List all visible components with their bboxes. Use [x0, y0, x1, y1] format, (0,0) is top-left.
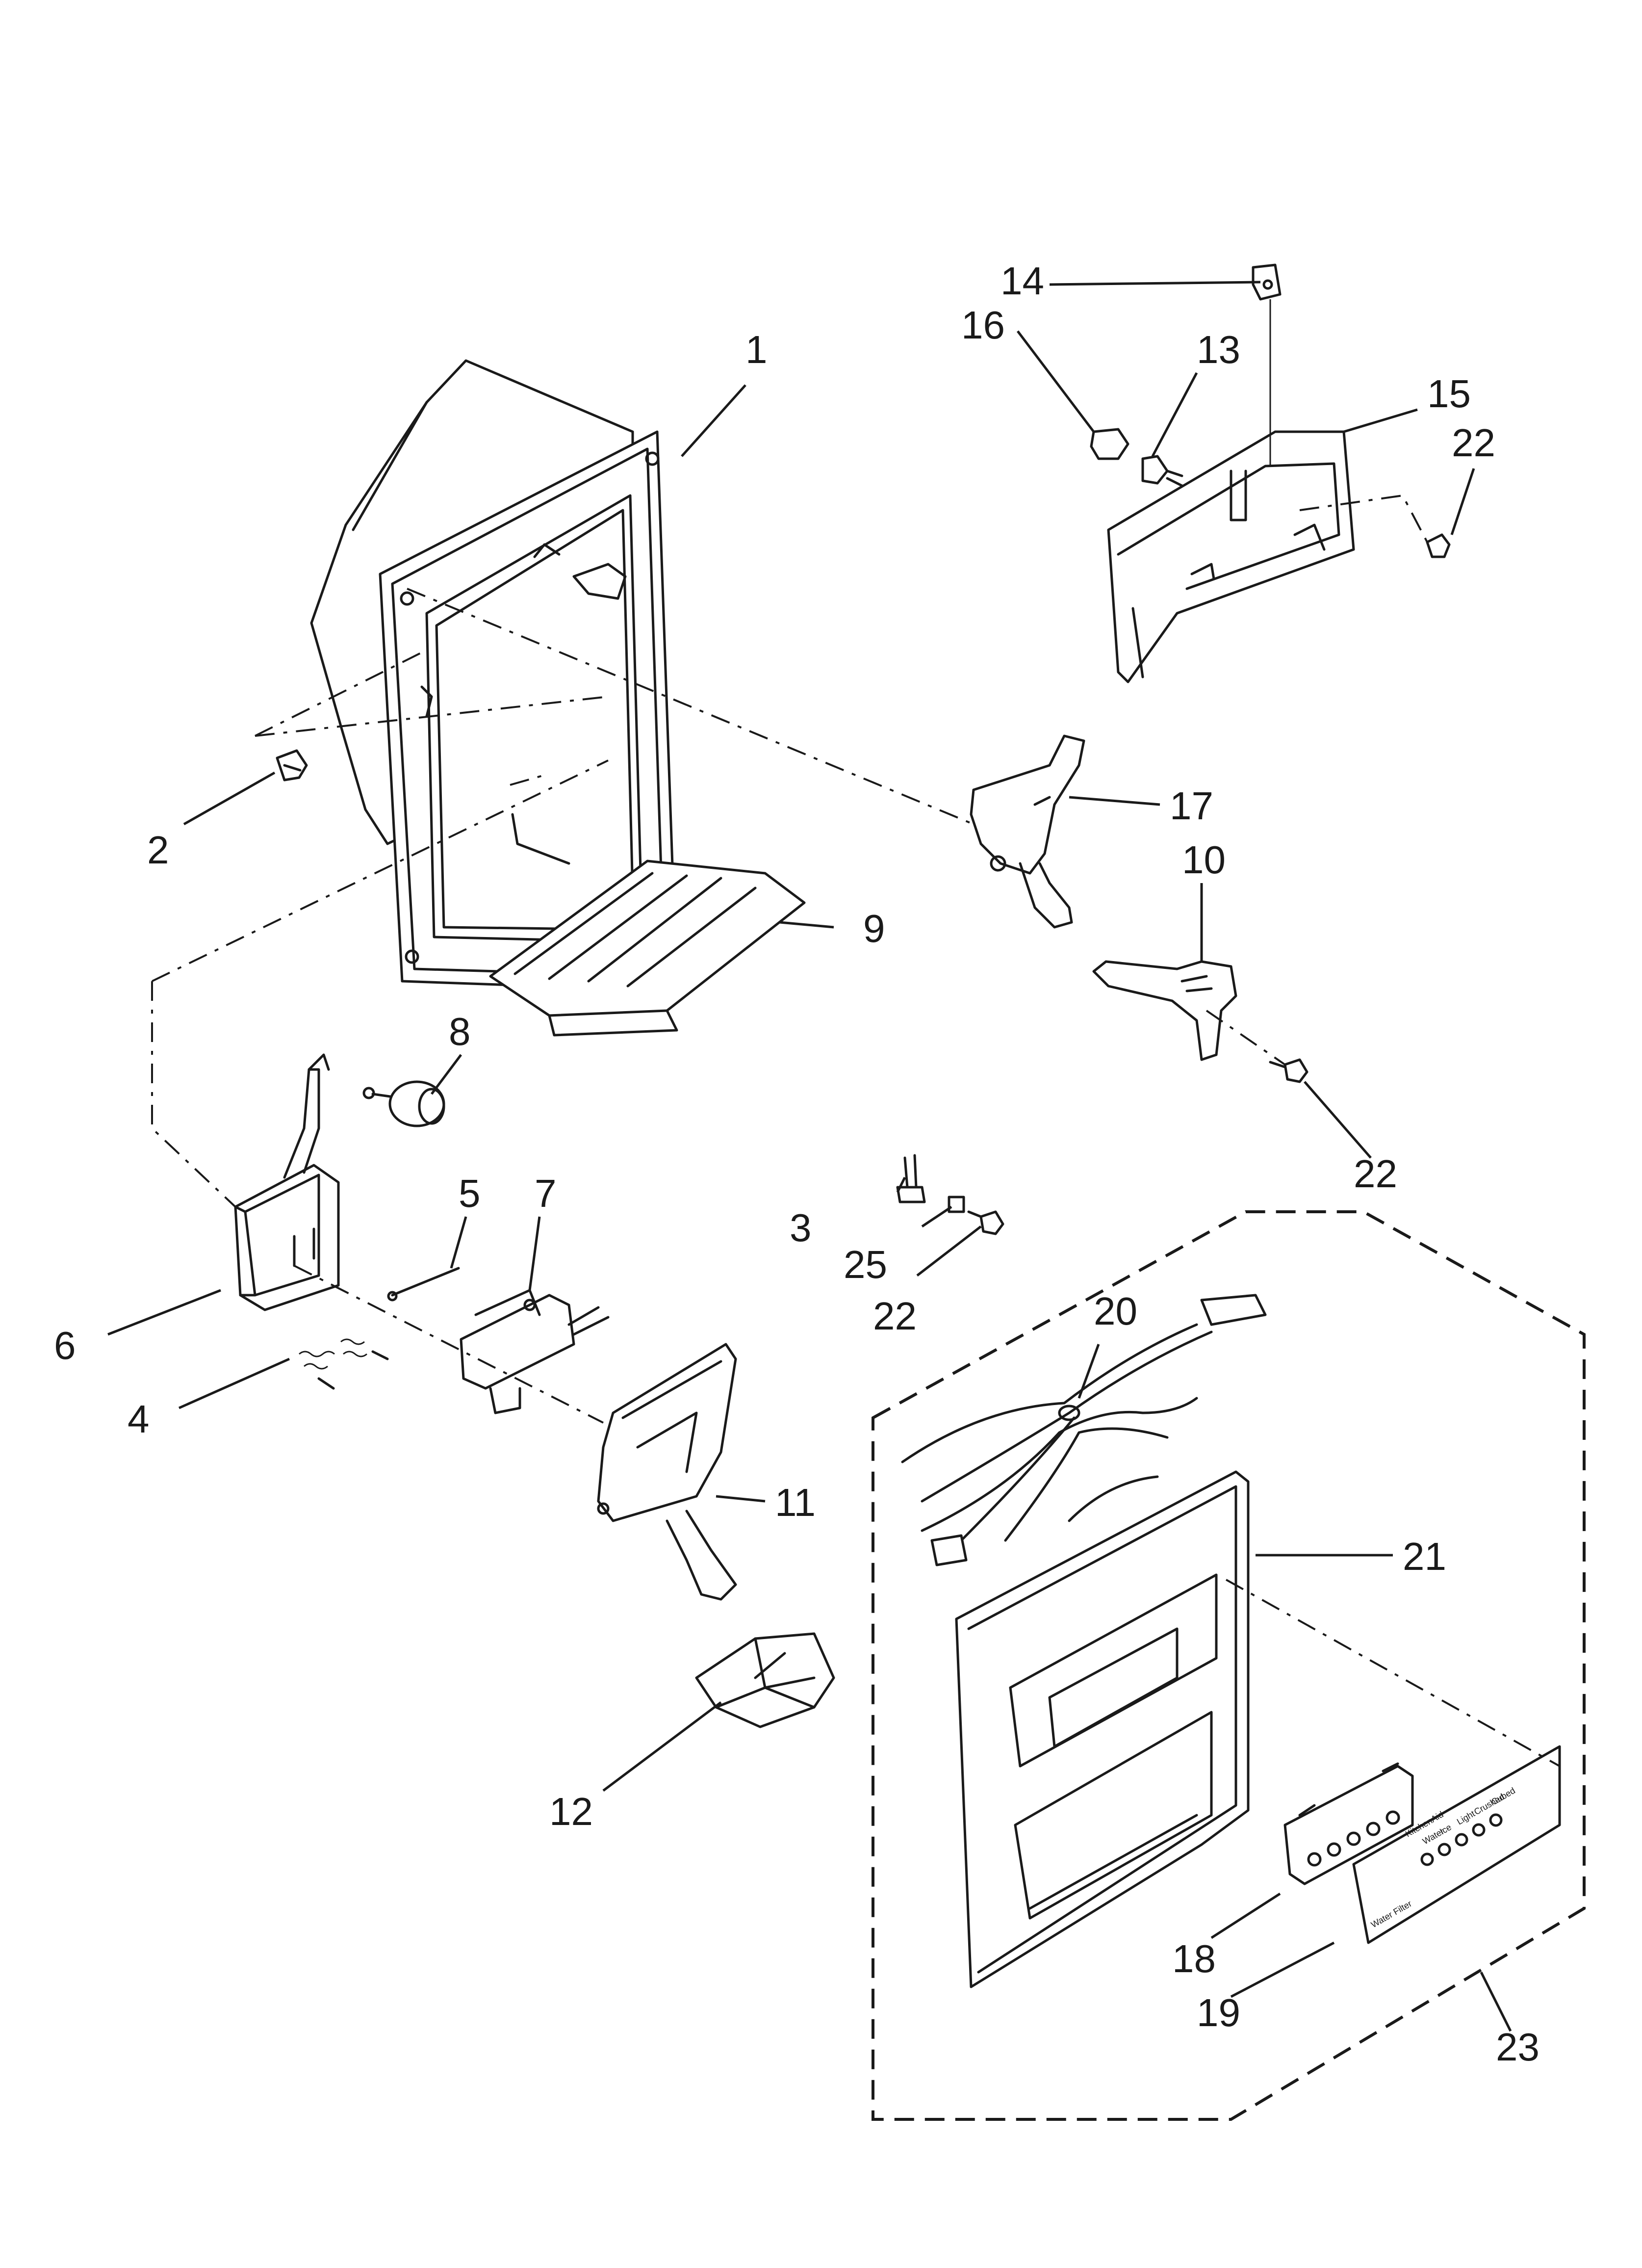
callout-22-mid: 22: [1354, 1152, 1397, 1196]
callout-16: 16: [961, 303, 1005, 347]
part-20-wire-harness: [901, 1294, 1267, 1566]
part-22-screw-low: [967, 1210, 1004, 1235]
part-11-ice-paddle: [597, 1343, 737, 1601]
callout-7: 7: [535, 1172, 557, 1215]
part-8-solenoid: [362, 1080, 445, 1127]
part-4-springs: [299, 1338, 389, 1390]
part-22-screw-mid: [1269, 1058, 1308, 1083]
assembly-lines: [151, 494, 1560, 1767]
callout-12: 12: [549, 1790, 593, 1833]
part-5-pin: [387, 1267, 460, 1302]
part-15-bracket: [1107, 430, 1355, 683]
callout-5: 5: [459, 1172, 481, 1215]
part-3-clip: [896, 1154, 926, 1203]
callout-9: 9: [863, 907, 885, 950]
callout-10: 10: [1182, 838, 1226, 882]
callout-19: 19: [1197, 1991, 1240, 2034]
part-1-housing: [310, 359, 678, 992]
callout-3: 3: [790, 1206, 812, 1250]
callout-numbers: 1 2 9 8 5 7 6 4 11 12 17 10 22 3 25 22 2…: [54, 259, 1539, 2069]
callout-1: 1: [745, 328, 768, 371]
part-6-actuator: [234, 1053, 340, 1311]
callout-20: 20: [1094, 1289, 1137, 1333]
callout-15: 15: [1427, 372, 1471, 416]
part-2-screw: [276, 749, 308, 782]
part-25-shim: [948, 1196, 965, 1213]
part-21-front-panel: [955, 1470, 1250, 1988]
callout-6: 6: [54, 1324, 76, 1367]
callout-22-low: 22: [873, 1294, 917, 1338]
part-13-socket: [1141, 455, 1183, 487]
part-22-screw-top: [1426, 533, 1451, 558]
part-9-drip-tray: [489, 860, 806, 1037]
callout-2: 2: [147, 828, 169, 872]
callout-11: 11: [775, 1481, 816, 1524]
callout-17: 17: [1170, 784, 1213, 828]
callout-14: 14: [1001, 259, 1044, 303]
callout-21: 21: [1403, 1535, 1446, 1578]
callout-23: 23: [1496, 2025, 1539, 2069]
part-10-water-lever: [1092, 960, 1237, 1061]
callout-13: 13: [1197, 328, 1240, 371]
part-16-bulb: [1090, 428, 1129, 460]
callout-25: 25: [844, 1243, 887, 1286]
part-18-switch-board: [1283, 1762, 1414, 1885]
part-7-switch-assembly: [460, 1289, 610, 1414]
callout-4: 4: [128, 1397, 150, 1441]
callout-22-top: 22: [1452, 421, 1495, 465]
callout-18: 18: [1172, 1937, 1216, 1981]
callout-8: 8: [449, 1010, 471, 1053]
leaders: [107, 281, 1512, 2032]
kit-23-outline: [872, 1210, 1586, 2121]
part-12-ice-chute: [695, 1632, 835, 1728]
part-17-lever: [970, 734, 1085, 929]
